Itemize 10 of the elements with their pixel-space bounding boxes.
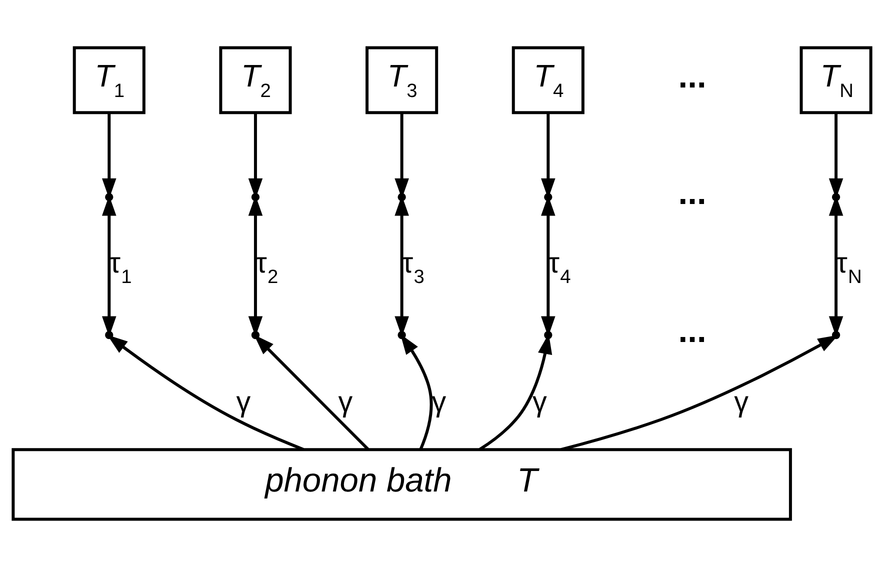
edge-label: γ (532, 386, 547, 418)
label: ... (678, 58, 706, 95)
edge-label: τ$_{4}$ (548, 246, 571, 288)
edge-label: τ$_{1}$ (109, 246, 132, 288)
edge-label: γ (236, 386, 251, 418)
edge-label: γ (734, 386, 748, 418)
label: ... (678, 312, 706, 350)
label: ... (678, 174, 706, 212)
edge-label: τ$_{N}$ (836, 246, 862, 288)
edge-label: γ (338, 386, 353, 418)
